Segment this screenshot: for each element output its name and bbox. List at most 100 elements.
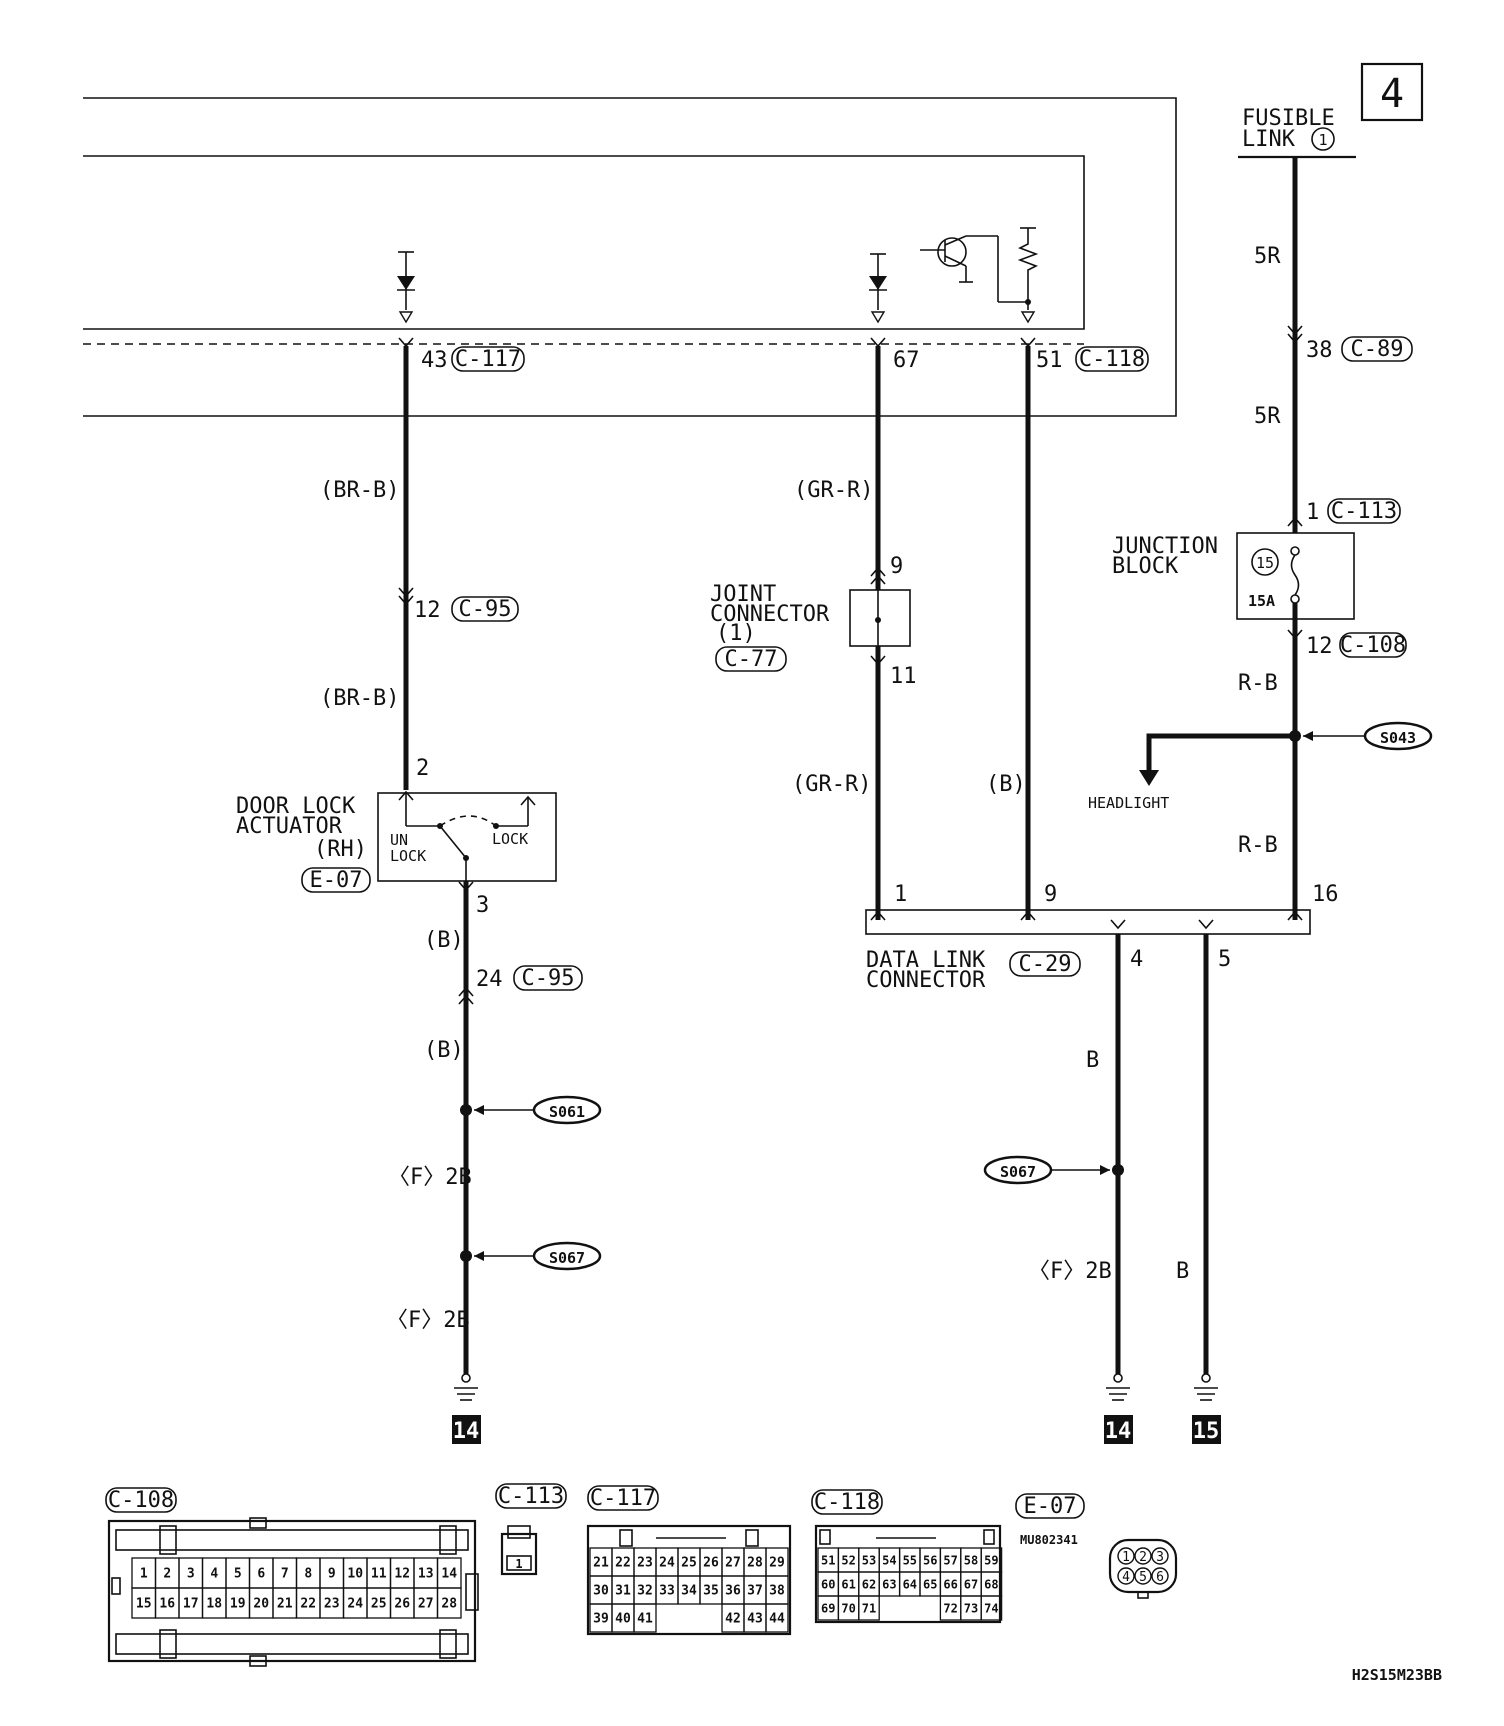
svg-text:C-89: C-89	[1351, 337, 1404, 362]
c118-pin-52: 52	[841, 1553, 855, 1567]
e07-pin-2: 2	[1139, 1550, 1147, 1565]
c117-pin-37: 37	[747, 1584, 763, 1599]
c117-pin-44: 44	[769, 1612, 785, 1627]
c118-pin-59: 59	[984, 1553, 998, 1567]
svg-text:S043: S043	[1380, 729, 1416, 747]
c117-pin-33: 33	[659, 1584, 675, 1599]
c117-cell	[633, 1603, 657, 1633]
c108-pin-28: 28	[441, 1597, 457, 1612]
c108-pin-9: 9	[328, 1567, 336, 1582]
e07-pin-5: 5	[1139, 1570, 1147, 1585]
c108-pin-16: 16	[159, 1597, 175, 1612]
c108-pin-20: 20	[253, 1597, 269, 1612]
c118-pin-63: 63	[882, 1577, 896, 1591]
c108-pin-25: 25	[371, 1597, 387, 1612]
connector-tag-c108: C-108	[1339, 632, 1407, 658]
svg-text:S061: S061	[549, 1103, 585, 1121]
svg-text:1: 1	[1318, 131, 1327, 149]
svg-text:C-118: C-118	[1079, 347, 1145, 372]
pin-43-label: 43	[421, 348, 448, 373]
svg-text:E-07: E-07	[310, 868, 363, 893]
pin-16-label: 16	[1312, 882, 1339, 907]
door-lock-name-1: DOOR LOCK	[236, 794, 356, 819]
c108-pin-7: 7	[281, 1567, 289, 1582]
junction-block: 15 15A	[1236, 532, 1355, 620]
splice-s043: S043	[1303, 721, 1433, 751]
wire-color-b-1: (B)	[424, 928, 464, 953]
connector-tag-c113: C-113	[1327, 498, 1401, 524]
joint-connector-name-3: (1)	[716, 621, 756, 646]
c117-pin-24: 24	[659, 1556, 675, 1571]
e07-part-number: MU802341	[1020, 1533, 1078, 1547]
c108-pin-5: 5	[234, 1567, 242, 1582]
c118-pin-55: 55	[903, 1553, 917, 1567]
wire-br-b	[398, 346, 414, 790]
pin-markers-ecu	[398, 337, 1036, 348]
c118-pin-58: 58	[964, 1553, 978, 1567]
c108-pin-10: 10	[347, 1567, 363, 1582]
c118-pin-70: 70	[841, 1601, 855, 1615]
wire-color-f2b-3: 〈F〉2B	[1028, 1259, 1112, 1284]
splice-s067-a: S067	[474, 1241, 602, 1271]
data-link-connector	[865, 909, 1311, 935]
junction-block-name-2: BLOCK	[1112, 554, 1179, 579]
c117-pin-32: 32	[637, 1584, 653, 1599]
svg-text:C-118: C-118	[814, 1490, 880, 1515]
ground-14-left: 14	[453, 1419, 480, 1444]
svg-text:C-117: C-117	[455, 347, 521, 372]
fusible-link-name-2: LINK	[1242, 127, 1296, 152]
ground-14-right: 14	[1105, 1419, 1132, 1444]
pin-2-label: 2	[416, 756, 429, 781]
wire-b-pin4	[1112, 934, 1124, 1374]
c108-pin-22: 22	[300, 1597, 316, 1612]
connector-tag-c95-a: C-95	[451, 596, 519, 622]
wire-color-b-51: (B)	[986, 772, 1026, 797]
c117-pin-30: 30	[593, 1584, 609, 1599]
wire-color-gr-r-1: (GR-R)	[794, 478, 873, 503]
c118-pin-64: 64	[903, 1577, 917, 1591]
svg-text:C-77: C-77	[725, 647, 778, 672]
ecu-outline	[83, 97, 1177, 417]
fuse-number: 15	[1256, 554, 1274, 572]
c108-pin-4: 4	[210, 1567, 218, 1582]
fuse-rating: 15A	[1248, 592, 1275, 610]
c118-pin-72: 72	[943, 1601, 957, 1615]
c117-cell	[765, 1603, 789, 1633]
wire-5r	[1287, 157, 1303, 533]
c118-pin-57: 57	[943, 1553, 957, 1567]
fusible-link-name-1: FUSIBLE	[1242, 106, 1335, 131]
wire-color-f2b-1: 〈F〉2B	[388, 1165, 472, 1190]
c108-pin-17: 17	[183, 1597, 199, 1612]
svg-text:C-113: C-113	[498, 1484, 564, 1509]
c117-pin-29: 29	[769, 1556, 785, 1571]
c117-pin-23: 23	[637, 1556, 653, 1571]
c118-pin-56: 56	[923, 1553, 937, 1567]
wire-color-r-b-1: R-B	[1238, 671, 1278, 696]
pin-51-label: 51	[1036, 348, 1063, 373]
c117-pin-26: 26	[703, 1556, 719, 1571]
svg-text:S067: S067	[549, 1249, 585, 1267]
c108-pin-26: 26	[394, 1597, 410, 1612]
pin-5-label: 5	[1218, 947, 1231, 972]
ground-symbol-3: 15	[1192, 1373, 1221, 1444]
svg-text:C-113: C-113	[1331, 499, 1397, 524]
svg-text:C-29: C-29	[1019, 952, 1072, 977]
svg-text:C-108: C-108	[1340, 633, 1406, 658]
ground-15: 15	[1193, 1419, 1220, 1444]
c108-pin-3: 3	[187, 1567, 195, 1582]
c108-pin-13: 13	[418, 1567, 434, 1582]
wire-color-br-b-2: (BR-B)	[320, 686, 399, 711]
pin-1-c113-label: 1	[1306, 500, 1319, 525]
splice-s061: S061	[474, 1095, 602, 1125]
c108-pin-14: 14	[441, 1567, 457, 1582]
connector-tag-c77: C-77	[715, 646, 787, 672]
pin-67-label: 67	[893, 348, 920, 373]
c117-pin-36: 36	[725, 1584, 741, 1599]
pin-9-dlc-label: 9	[1044, 882, 1057, 907]
c117-pin-21: 21	[593, 1556, 609, 1571]
c108-pin-15: 15	[136, 1597, 152, 1612]
c117-pin-34: 34	[681, 1584, 697, 1599]
